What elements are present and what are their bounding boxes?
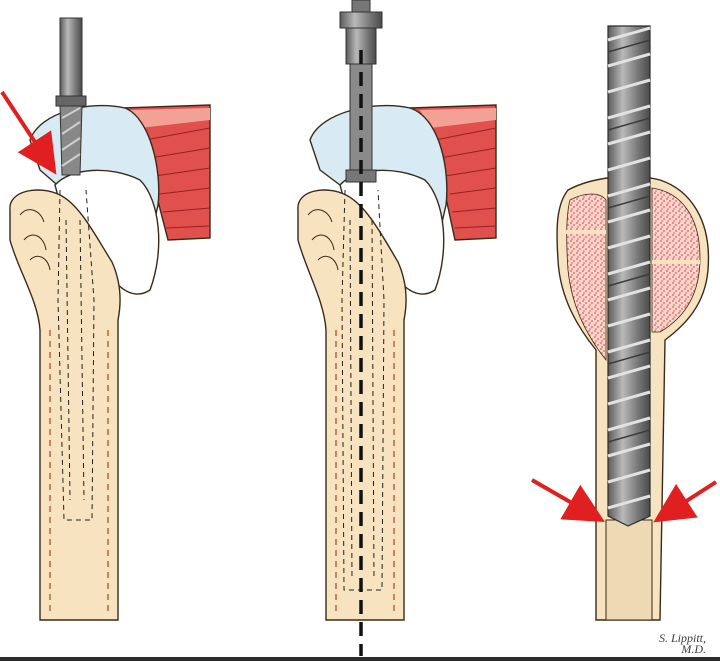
- panel-2-guide-rod: [297, 0, 497, 656]
- reamer-contact-arrow-right: [653, 480, 718, 523]
- entry-point-arrow: [0, 90, 57, 175]
- reamer-contact-arrow-left: [531, 478, 605, 522]
- signature-line-1: S. Lippitt,: [658, 631, 706, 645]
- humeral-head: [54, 169, 160, 295]
- awl-instrument: [55, 17, 87, 176]
- medullary-canal: [605, 519, 653, 621]
- artist-signature: S. Lippitt, M.D.: [658, 631, 706, 656]
- panel-3-canal-reamer: [531, 25, 718, 621]
- signature-line-2: M.D.: [681, 642, 706, 656]
- humerus-bone: [9, 189, 121, 621]
- humeral-head: [339, 169, 445, 295]
- bottom-border: [0, 657, 720, 661]
- humerus-bone: [297, 189, 407, 621]
- panel-1-awl-entry: [0, 17, 211, 621]
- intramedullary-reamer: [607, 25, 651, 527]
